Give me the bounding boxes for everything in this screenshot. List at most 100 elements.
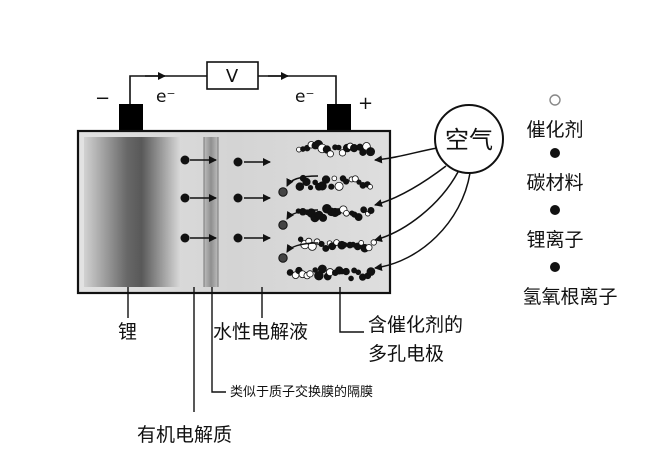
ion-flow — [180, 155, 271, 243]
hydroxide-arrow — [286, 209, 319, 220]
legend-label-hydroxide: 氢氧根离子 — [522, 286, 617, 308]
label-organic-electrolyte: 有机电解质 — [137, 424, 232, 446]
electrode-particle — [334, 181, 344, 191]
air-arrow-3 — [374, 171, 459, 243]
legend-item-catalyst: 催化剂 — [526, 94, 584, 141]
electrode-particle — [343, 209, 350, 217]
electrode-particle — [317, 264, 327, 274]
electrode-particle — [356, 179, 362, 185]
electrode-particle — [342, 267, 350, 276]
voltmeter-label: V — [226, 66, 239, 87]
hydroxide-ion-paths — [278, 175, 319, 263]
callouts: 锂 水性电解液 含催化剂的 多孔电极 类似于质子交换膜的隔膜 有机电解质 — [118, 287, 463, 446]
legend-label-carbon: 碳材料 — [526, 172, 583, 194]
hydroxide-ion-dot — [278, 253, 288, 263]
electrode-particle — [354, 213, 363, 221]
electrode-particle — [326, 150, 334, 158]
lithium-ion-dot — [233, 233, 243, 243]
carbon-marker-icon — [550, 148, 560, 158]
electrode-particle — [348, 275, 354, 282]
electrode-cluster — [295, 174, 373, 191]
voltmeter-box — [206, 61, 259, 90]
wire-left — [129, 75, 207, 104]
ion-row-3 — [180, 233, 271, 243]
electron-label-right: e⁻ — [295, 87, 314, 107]
lithium-ion-dot — [180, 155, 190, 165]
electrode-particle — [318, 240, 325, 248]
electron-label-left: e⁻ — [156, 87, 175, 107]
catalyst-marker-icon — [549, 94, 561, 106]
external-circuit: V e⁻ e⁻ − + — [95, 61, 373, 131]
ion-row-1 — [180, 155, 271, 167]
label-porous-electrode-1: 含催化剂的 — [368, 314, 463, 336]
lithium-ion-dot — [180, 193, 190, 203]
electrode-particle — [360, 206, 368, 214]
air-arrow-4 — [374, 172, 471, 272]
label-porous-electrode-2: 多孔电极 — [368, 343, 444, 365]
air-circle — [434, 104, 504, 174]
electrode-particle — [307, 241, 317, 251]
electrode-particle — [365, 244, 373, 252]
legend-label-catalyst: 催化剂 — [526, 119, 583, 141]
electrode-particle — [343, 178, 350, 185]
electrode-particle — [306, 270, 314, 278]
electrode-particle — [312, 267, 319, 273]
positive-terminal — [327, 104, 351, 131]
electrode-particle — [321, 175, 331, 184]
leader-membrane — [211, 287, 226, 393]
electrode-particle — [317, 181, 327, 191]
legend-label-lithium-ion: 锂离子 — [526, 229, 583, 251]
electrode-particle — [319, 213, 328, 222]
label-aqueous-electrolyte: 水性电解液 — [213, 321, 308, 343]
electrode-particle — [297, 236, 304, 243]
electrode-particle — [367, 184, 373, 190]
label-lithium: 锂 — [118, 321, 137, 343]
electrode-cluster — [295, 204, 375, 223]
hydroxide-arrow — [286, 242, 319, 253]
legend-item-hydroxide: 氢氧根离子 — [522, 262, 618, 308]
lithium-ion-dot — [233, 193, 243, 203]
electrode-particle — [302, 177, 311, 187]
separator-membrane — [204, 137, 218, 287]
legend-item-carbon: 碳材料 — [526, 148, 584, 194]
hydroxide-arrow — [286, 175, 319, 187]
electrode-particle — [335, 144, 342, 151]
legend: 催化剂 碳材料 锂离子 氢氧根离子 — [522, 94, 618, 308]
porous-electrode-particles — [286, 139, 377, 282]
label-membrane: 类似于质子交换膜的隔膜 — [230, 384, 373, 400]
electrode-particle — [341, 241, 348, 248]
electrode-particle — [355, 269, 362, 276]
electrode-particle — [295, 182, 305, 191]
leader-porous-electrode — [339, 287, 364, 333]
lithium-ion-marker-icon — [550, 205, 560, 215]
electrode-particle — [351, 175, 359, 183]
hydroxide-ion-dot — [278, 187, 288, 197]
electrode-particle — [366, 267, 376, 276]
hydroxide-ion-dot — [278, 220, 288, 230]
electrode-particle — [358, 240, 365, 246]
lithium-ion-dot — [180, 233, 190, 243]
air-arrow-2 — [374, 165, 447, 207]
positive-sign: + — [358, 93, 373, 114]
electrode-particle — [312, 179, 318, 186]
electrode-particle — [366, 147, 376, 157]
electrode-cluster — [297, 236, 377, 253]
air-supply: 空气 — [374, 104, 504, 272]
negative-sign: − — [95, 88, 110, 109]
ion-row-2 — [180, 193, 271, 203]
electrode-cluster — [296, 139, 376, 158]
electrode-particle — [322, 245, 330, 252]
battery-cell — [76, 129, 392, 295]
air-label: 空气 — [445, 126, 493, 154]
lithium-ion-dot — [233, 157, 243, 167]
lithium-anode — [84, 137, 180, 287]
negative-terminal — [119, 104, 143, 131]
electrode-cluster — [286, 264, 376, 282]
electrode-particle — [359, 148, 367, 156]
electrode-particle — [367, 207, 375, 214]
air-arrow-1 — [374, 147, 438, 164]
electrode-particle — [328, 183, 335, 190]
legend-item-lithium-ion: 锂离子 — [526, 205, 584, 251]
electrode-particle — [331, 175, 338, 182]
